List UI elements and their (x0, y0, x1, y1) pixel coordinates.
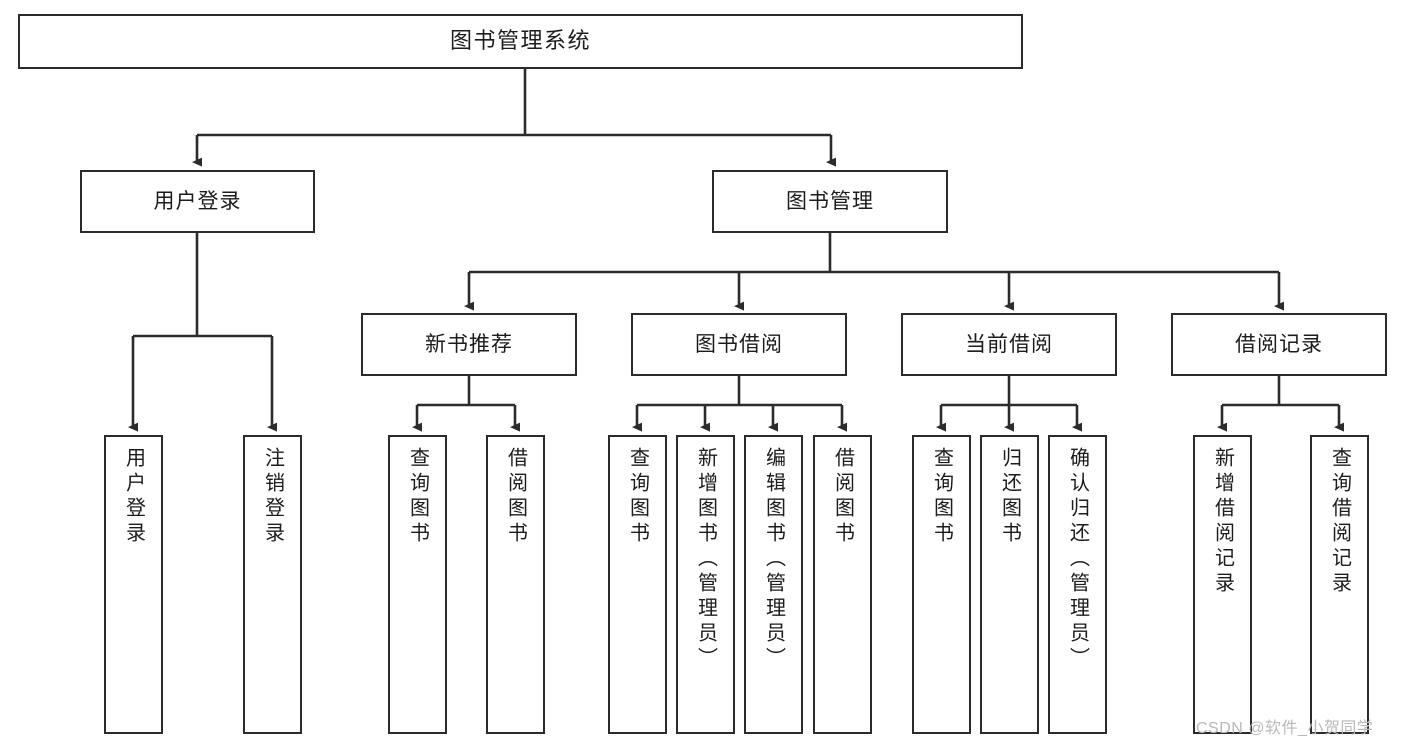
leaf-record-query-record[interactable]: 查询借阅记录 (1310, 435, 1369, 734)
leaf-record-add-record[interactable]: 新增借阅记录 (1193, 435, 1252, 734)
leaf-user-login[interactable]: 用户登录 (104, 435, 163, 734)
leaf-borrow-edit-book-admin[interactable]: 编辑图书（管理员） (744, 435, 803, 734)
leaf-borrow-add-book-admin[interactable]: 新增图书（管理员） (676, 435, 735, 734)
node-label: 图书借阅 (695, 332, 783, 356)
node-new-book-recommend[interactable]: 新书推荐 (361, 313, 577, 376)
node-user-login[interactable]: 用户登录 (80, 170, 315, 233)
node-label: 查询图书 (406, 447, 429, 547)
node-label: 查询图书 (626, 447, 649, 547)
node-label: 查询借阅记录 (1328, 447, 1351, 597)
leaf-current-query-book[interactable]: 查询图书 (912, 435, 971, 734)
leaf-recommend-borrow-book[interactable]: 借阅图书 (486, 435, 545, 734)
node-label: 用户登录 (153, 189, 242, 213)
node-label: 新书推荐 (425, 332, 513, 356)
node-label: 确认归还（管理员） (1066, 447, 1089, 672)
node-label: 查询图书 (930, 447, 953, 547)
node-label: 注销登录 (261, 447, 284, 547)
leaf-current-confirm-return-admin[interactable]: 确认归还（管理员） (1048, 435, 1107, 734)
leaf-user-logout[interactable]: 注销登录 (243, 435, 302, 734)
node-book-borrow[interactable]: 图书借阅 (631, 313, 847, 376)
leaf-borrow-borrow-book[interactable]: 借阅图书 (813, 435, 872, 734)
node-label: 当前借阅 (965, 332, 1053, 356)
node-label: 新增图书（管理员） (694, 447, 717, 672)
node-current-borrow[interactable]: 当前借阅 (901, 313, 1117, 376)
node-borrow-record[interactable]: 借阅记录 (1171, 313, 1387, 376)
node-label: 归还图书 (998, 447, 1021, 547)
node-label: 图书管理系统 (449, 28, 591, 54)
node-label: 新增借阅记录 (1211, 447, 1234, 597)
node-book-management[interactable]: 图书管理 (712, 170, 948, 233)
leaf-borrow-query-book[interactable]: 查询图书 (608, 435, 667, 734)
node-label: 用户登录 (122, 447, 145, 547)
node-label: 借阅图书 (831, 447, 854, 547)
node-label: 编辑图书（管理员） (762, 447, 785, 672)
leaf-recommend-query-book[interactable]: 查询图书 (388, 435, 447, 734)
node-label: 借阅记录 (1235, 332, 1323, 356)
node-root-system[interactable]: 图书管理系统 (18, 14, 1023, 69)
leaf-current-return-book[interactable]: 归还图书 (980, 435, 1039, 734)
node-label: 图书管理 (786, 189, 874, 213)
node-label: 借阅图书 (504, 447, 527, 547)
